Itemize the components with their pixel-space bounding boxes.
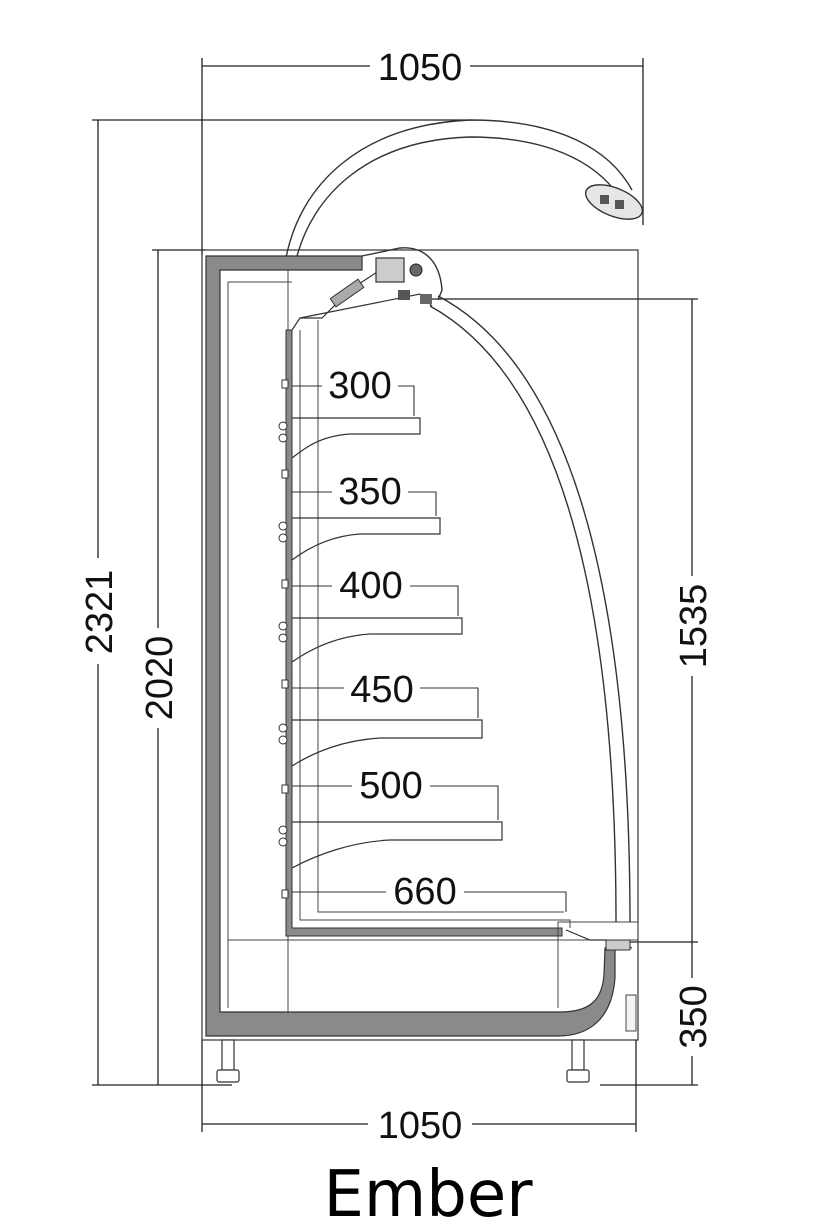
base-height-label: 350 xyxy=(673,985,715,1048)
dimension-labels: 1050 1050 2321 2020 1535 350 300 350 400… xyxy=(79,46,715,1147)
shelf-depth-350-label: 350 xyxy=(338,471,401,513)
feet xyxy=(216,1039,590,1083)
shelf-depth-450-label: 450 xyxy=(350,669,413,711)
shelf-dimension-leaders xyxy=(292,385,567,912)
canopy-light-icon xyxy=(584,184,644,220)
shelf-depth-300-label: 300 xyxy=(328,365,391,407)
top-width-label: 1050 xyxy=(378,47,463,89)
shelf-depth-500-label: 500 xyxy=(359,765,422,807)
shelf-brackets xyxy=(278,379,289,899)
bottom-width-label: 1050 xyxy=(378,1105,463,1147)
display-height-label: 1535 xyxy=(673,584,715,669)
canopy-arm xyxy=(285,119,633,261)
top-hood xyxy=(291,247,443,331)
shelves xyxy=(291,417,503,869)
shelf-depth-660-label: 660 xyxy=(393,871,456,913)
cabinet-body xyxy=(201,249,639,1041)
front-glass xyxy=(429,295,631,923)
overall-height-label: 2321 xyxy=(79,570,121,655)
shelf-depth-400-label: 400 xyxy=(339,565,402,607)
body-height-label: 2020 xyxy=(139,636,181,721)
product-title: Ember xyxy=(323,1158,533,1232)
